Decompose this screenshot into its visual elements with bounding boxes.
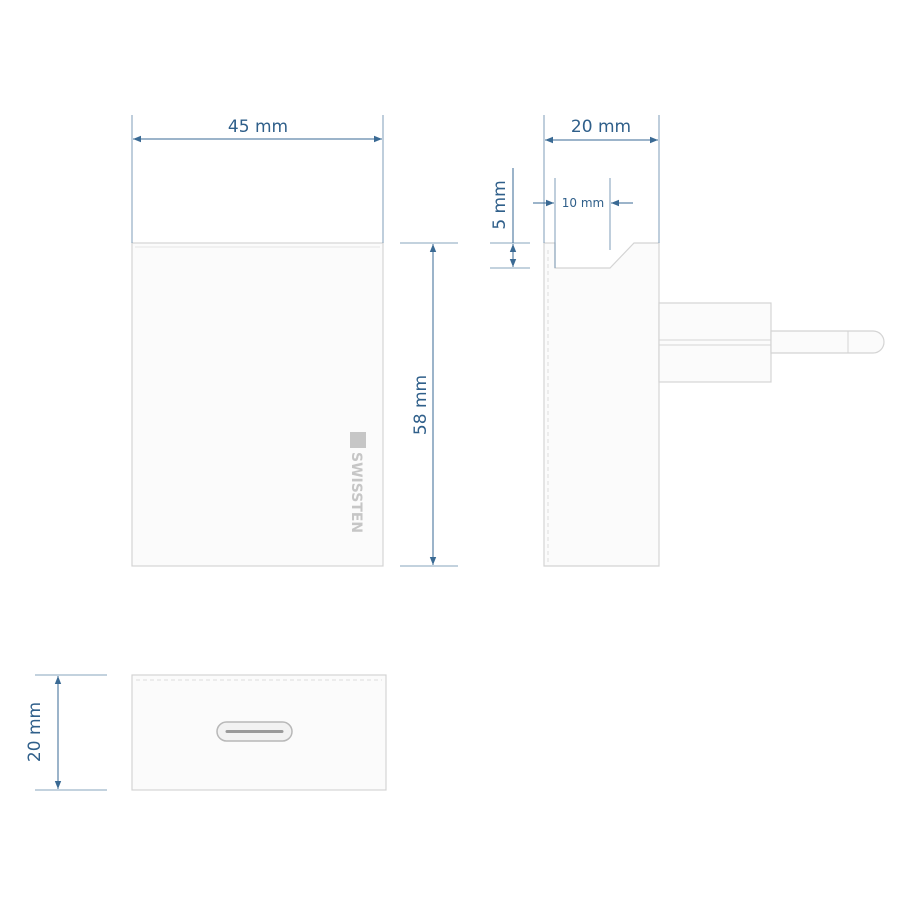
plug-pin <box>770 330 885 354</box>
bottom-view: 20 mm <box>25 674 387 791</box>
offset-label: 5 mm <box>490 180 510 229</box>
charger-side-body <box>543 242 660 567</box>
width-label: 45 mm <box>228 117 288 137</box>
recess-width-label: 10 mm <box>562 196 604 210</box>
height-label: 58 mm <box>411 375 431 435</box>
brand-logo: SWISSTEN <box>348 432 366 533</box>
charger-front-body <box>131 242 384 567</box>
bottom-depth-label: 20 mm <box>25 702 45 762</box>
plug-base <box>658 302 772 383</box>
brand-text: SWISSTEN <box>348 452 364 533</box>
depth-label: 20 mm <box>571 117 631 137</box>
front-view: SWISSTEN 45 mm 58 mm <box>131 115 458 567</box>
side-view: 20 mm 10 mm 5 mm <box>490 115 885 567</box>
